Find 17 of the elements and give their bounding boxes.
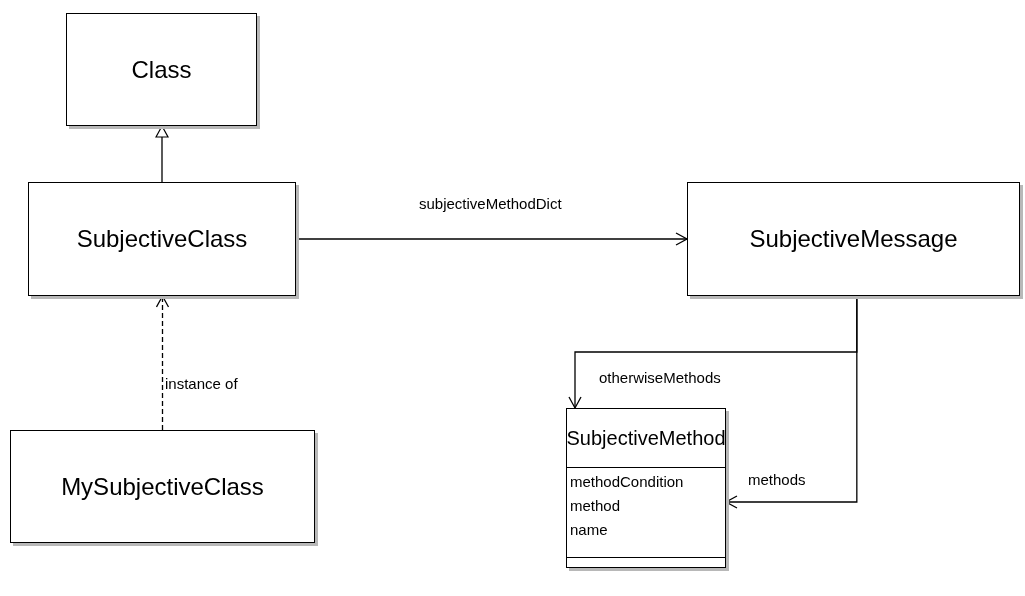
- class-name: Class: [131, 57, 192, 82]
- attribute-text: methodCondition: [570, 472, 684, 492]
- class-box: [28, 182, 296, 296]
- edge-label: instance of: [164, 376, 239, 391]
- attribute-text: name: [570, 520, 608, 540]
- class-box: [687, 182, 1020, 296]
- edge-label: methods: [747, 472, 807, 487]
- class-box: [10, 430, 315, 543]
- class-box: [66, 13, 257, 126]
- edge-label: subjectiveMethodDict: [418, 196, 563, 211]
- edge-label: otherwiseMethods: [598, 370, 722, 385]
- attribute-text: method: [570, 496, 621, 516]
- class-name: SubjectiveMessage: [749, 227, 958, 251]
- class-name: MySubjectiveClass: [61, 474, 264, 499]
- class-box: [566, 408, 726, 568]
- class-name: SubjectiveMethod: [566, 428, 726, 448]
- class-name: SubjectiveClass: [76, 227, 248, 251]
